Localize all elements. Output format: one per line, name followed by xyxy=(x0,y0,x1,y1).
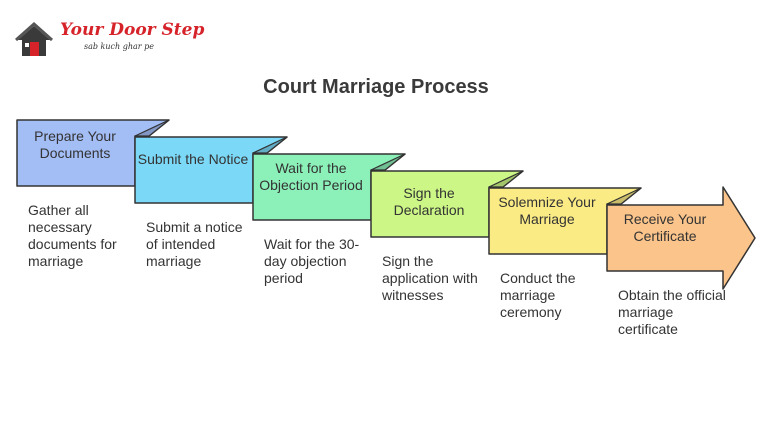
brand-tagline: sab kuch ghar pe xyxy=(84,42,154,51)
step-2-fold xyxy=(252,136,288,154)
step-4-label: Sign the Declaration xyxy=(393,185,465,218)
step-4-fold xyxy=(488,170,524,188)
step-5-fold xyxy=(606,187,642,205)
step-1-description: Gather all necessary documents for marri… xyxy=(28,202,117,269)
step-3-label: Wait for the Objection Period xyxy=(259,159,363,193)
page-title: Court Marriage Process xyxy=(263,76,489,98)
house-icon xyxy=(15,21,53,56)
step-2-description: Submit a notice of intended marriage xyxy=(146,219,243,269)
step-2-label: Submit the Notice xyxy=(137,151,249,167)
step-3-fold xyxy=(370,153,406,171)
brand-name: Your Door Step xyxy=(60,20,205,40)
step-6-label: Receive Your Certificate xyxy=(623,210,707,244)
step-1-label: Prepare Your Documents xyxy=(34,128,116,161)
step-1-fold xyxy=(134,119,170,137)
step-4-description: Sign the application with witnesses xyxy=(382,253,478,303)
step-3-description: Wait for the 30-day objection period xyxy=(264,236,360,286)
step-5-description: Conduct the marriage ceremony xyxy=(500,270,576,320)
brand-logo: Your Door Step sab kuch ghar pe xyxy=(14,20,204,62)
step-6-box xyxy=(606,186,756,290)
step-5-label: Solemnize Your Marriage xyxy=(498,193,596,227)
step-6-description: Obtain the official marriage certificate xyxy=(618,287,726,337)
